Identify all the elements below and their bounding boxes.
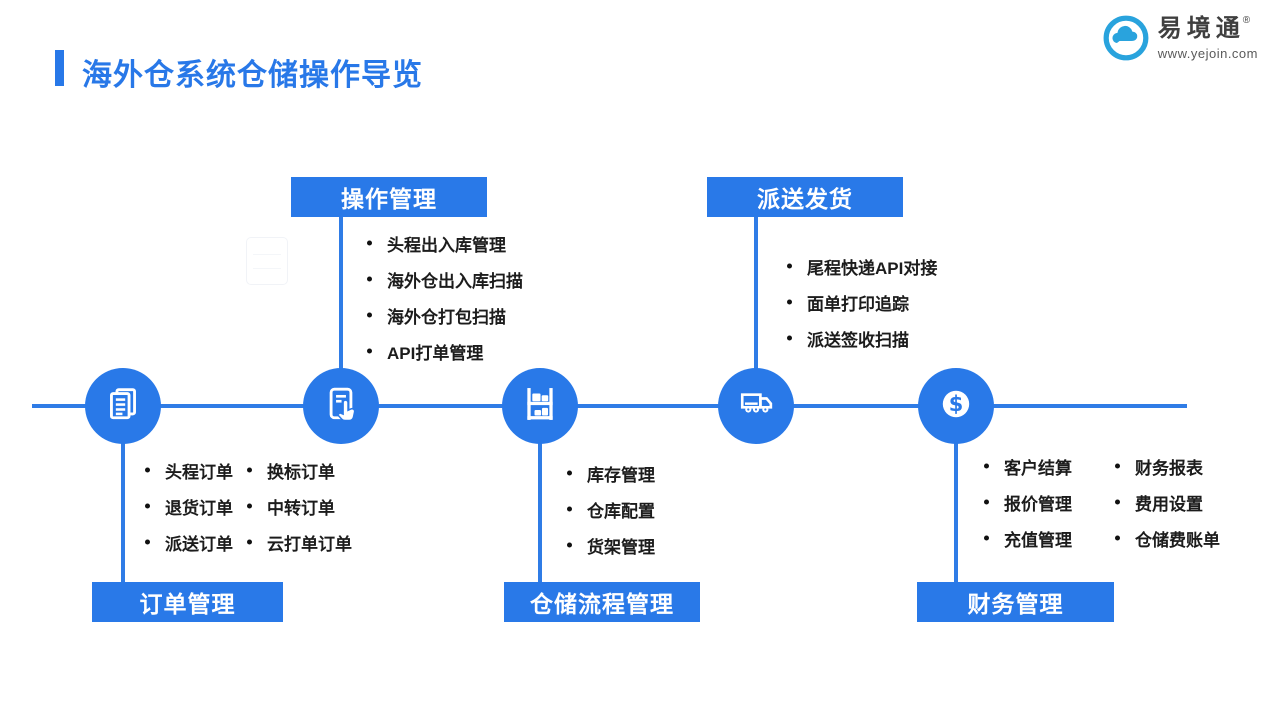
list-item: 中转订单	[245, 488, 352, 524]
list-item: 海外仓出入库扫描	[365, 261, 523, 297]
operation-list: 头程出入库管理 海外仓出入库扫描 海外仓打包扫描 API打单管理	[365, 225, 523, 369]
order-list-col2: 换标订单 中转订单 云打单订单	[245, 452, 352, 560]
connector-delivery	[754, 215, 758, 370]
list-item: 头程出入库管理	[365, 225, 523, 261]
list-item: 换标订单	[245, 452, 352, 488]
node-warehouse-circle	[502, 368, 578, 444]
storage-shelf-icon	[518, 382, 562, 431]
cloud-logo-icon	[1102, 14, 1150, 62]
node-order-circle	[85, 368, 161, 444]
connector-operation	[339, 215, 343, 370]
page-title: 海外仓系统仓储操作导览	[82, 59, 423, 92]
finance-label-box: 财务管理	[917, 582, 1114, 622]
clipboard-tap-icon	[319, 382, 363, 431]
warehouse-label-box: 仓储流程管理	[504, 582, 700, 622]
list-item: 货架管理	[565, 527, 655, 563]
warehouse-list: 库存管理 仓库配置 货架管理	[565, 455, 655, 563]
brand-name: 易境通	[1157, 15, 1245, 42]
list-item: 海外仓打包扫描	[365, 297, 523, 333]
dollar-icon: $	[934, 382, 978, 431]
node-operation-circle	[303, 368, 379, 444]
finance-list-col1: 客户结算 报价管理 充值管理	[982, 448, 1072, 556]
delivery-label-box: 派送发货	[707, 177, 903, 217]
list-item: API打单管理	[365, 333, 523, 369]
title-accent-bar	[55, 50, 64, 86]
brand-logo: 易境通 ® www.yejoin.com	[1102, 14, 1258, 62]
list-item: 仓库配置	[565, 491, 655, 527]
delivery-truck-icon	[734, 382, 778, 431]
node-delivery-circle	[718, 368, 794, 444]
documents-icon	[101, 382, 145, 431]
list-item: 报价管理	[982, 484, 1072, 520]
list-item: 费用设置	[1113, 484, 1220, 520]
order-label-box: 订单管理	[92, 582, 283, 622]
list-item: 云打单订单	[245, 524, 352, 560]
delivery-list: 尾程快递API对接 面单打印追踪 派送签收扫描	[785, 248, 937, 356]
connector-order	[121, 440, 125, 584]
svg-text:$: $	[949, 392, 964, 416]
list-item: 派送订单	[143, 524, 233, 560]
list-item: 财务报表	[1113, 448, 1220, 484]
list-item: 退货订单	[143, 488, 233, 524]
list-item: 仓储费账单	[1113, 520, 1220, 556]
list-item: 库存管理	[565, 455, 655, 491]
brand-text-block: 易境通 ® www.yejoin.com	[1158, 14, 1258, 61]
timeline-line	[32, 404, 1187, 408]
brand-website: www.yejoin.com	[1157, 46, 1258, 61]
list-item: 充值管理	[982, 520, 1072, 556]
list-item: 客户结算	[982, 448, 1072, 484]
watermark	[246, 237, 288, 285]
connector-warehouse	[538, 440, 542, 584]
list-item: 尾程快递API对接	[785, 248, 937, 284]
list-item: 头程订单	[143, 452, 233, 488]
list-item: 面单打印追踪	[785, 284, 937, 320]
finance-list-col2: 财务报表 费用设置 仓储费账单	[1113, 448, 1220, 556]
list-item: 派送签收扫描	[785, 320, 937, 356]
connector-finance	[954, 440, 958, 584]
node-finance-circle: $	[918, 368, 994, 444]
registered-mark: ®	[1242, 15, 1251, 26]
order-list-col1: 头程订单 退货订单 派送订单	[143, 452, 233, 560]
operation-label-box: 操作管理	[291, 177, 487, 217]
